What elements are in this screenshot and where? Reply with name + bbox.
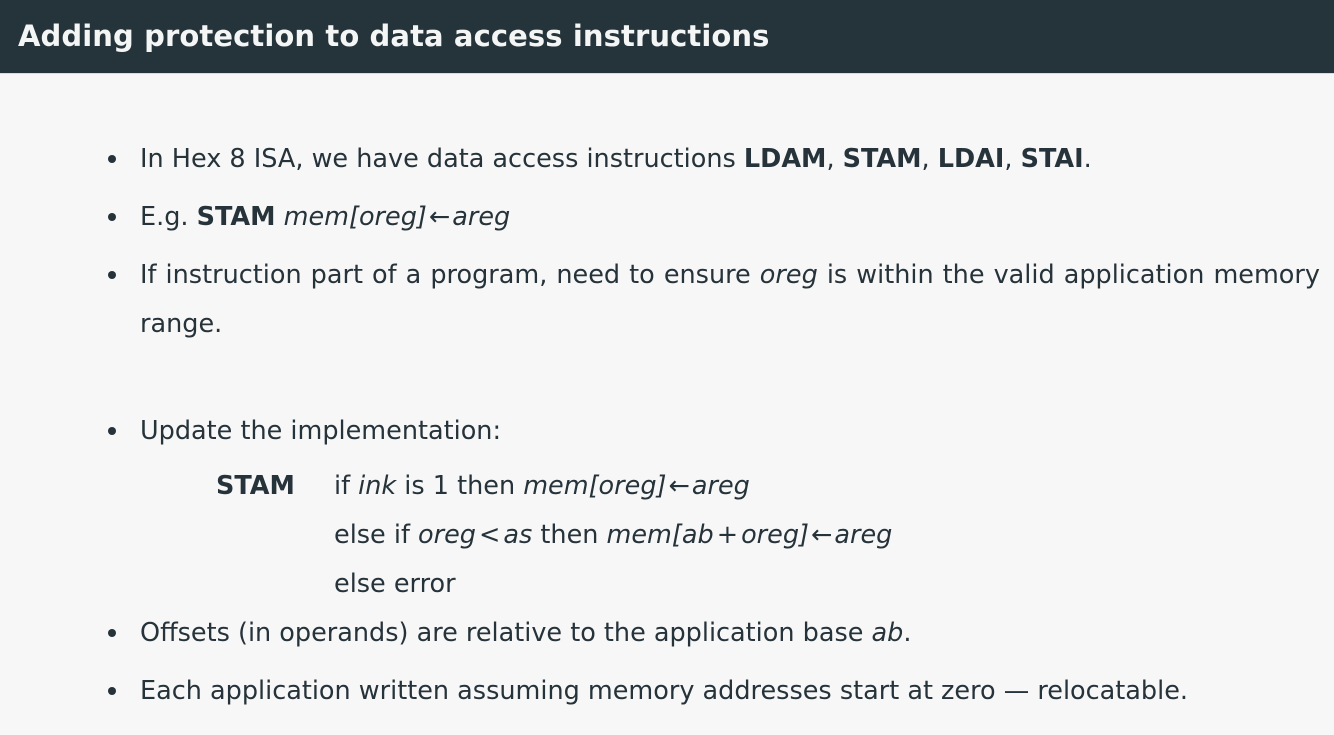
slide-title-bar: Adding protection to data access instruc…	[0, 0, 1334, 74]
list-item: E.g. STAM mem[oreg]←areg	[0, 193, 1334, 242]
pseudocode-instruction-label: STAM	[216, 471, 295, 501]
list-item-text: Offsets (in operands) are relative to th…	[140, 618, 912, 648]
pseudocode-line-text: else if oreg<as then mem[ab+oreg]←areg	[334, 520, 893, 550]
slide-body: In Hex 8 ISA, we have data access instru…	[0, 73, 1334, 735]
list-item-text: Update the implementation:	[140, 416, 502, 446]
bullet-point-icon	[108, 213, 116, 221]
pseudocode-block: STAM if ink is 1 then mem[oreg]←areg els…	[0, 462, 1334, 609]
bullet-point-icon	[108, 271, 116, 279]
bullet-point-icon	[108, 629, 116, 637]
list-item: In Hex 8 ISA, we have data access instru…	[0, 135, 1334, 184]
list-item-text: If instruction part of a program, need t…	[140, 260, 1320, 339]
pseudocode-line-spacer	[0, 560, 1334, 609]
bullet-point-icon	[108, 427, 116, 435]
pseudocode-line-text: else error	[334, 569, 456, 599]
list-item-text: Each application written assuming memory…	[140, 676, 1188, 706]
list-item: If instruction part of a program, need t…	[0, 251, 1334, 398]
pseudocode-line-text: if ink is 1 then mem[oreg]←areg	[334, 471, 750, 501]
list-item: Offsets (in operands) are relative to th…	[0, 609, 1334, 658]
list-item: Each application written assuming memory…	[0, 667, 1334, 716]
bullet-point-icon	[108, 687, 116, 695]
list-item: Update the implementation:	[0, 407, 1334, 456]
list-item-text: E.g. STAM mem[oreg]←areg	[140, 202, 511, 232]
bullet-point-icon	[108, 155, 116, 163]
page-title: Adding protection to data access instruc…	[18, 19, 770, 53]
bullet-list: In Hex 8 ISA, we have data access instru…	[0, 135, 1334, 716]
list-item-text: In Hex 8 ISA, we have data access instru…	[140, 144, 1092, 174]
